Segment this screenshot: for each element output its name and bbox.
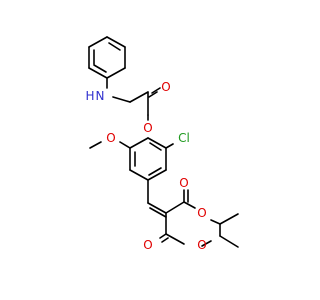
- carbonyl-top: [183, 189, 189, 203]
- carbonyl-bottom: [159, 233, 169, 243]
- atom-n: N H: [85, 89, 104, 103]
- phenyl-ring: [88, 36, 126, 79]
- gem-dimethyl: [219, 213, 239, 248]
- amide-oxygen-label: O: [161, 80, 170, 94]
- methoxy-oxygen-label: O: [106, 131, 115, 145]
- aromatic-ring: [129, 137, 167, 181]
- molecule-structure: N H O O O Cl O O O O: [85, 36, 239, 252]
- chlorine-label: Cl: [178, 131, 190, 145]
- ring-oxygen-2-label: O: [197, 238, 206, 252]
- nitrogen-label: N: [96, 89, 105, 103]
- ring-oxygen-1-label: O: [197, 206, 206, 220]
- carbonyl-bottom-oxygen-label: O: [143, 238, 152, 252]
- methoxy-group: [89, 141, 131, 149]
- amide-chain: [106, 77, 161, 121]
- chloro-bond: [165, 143, 174, 149]
- ether-oxygen-label: O: [143, 121, 152, 135]
- dioxane-ring: [165, 201, 221, 247]
- hydrogen-label: H: [85, 89, 94, 103]
- carbonyl-top-oxygen-label: O: [179, 176, 188, 190]
- methylidene-linker: [147, 179, 167, 218]
